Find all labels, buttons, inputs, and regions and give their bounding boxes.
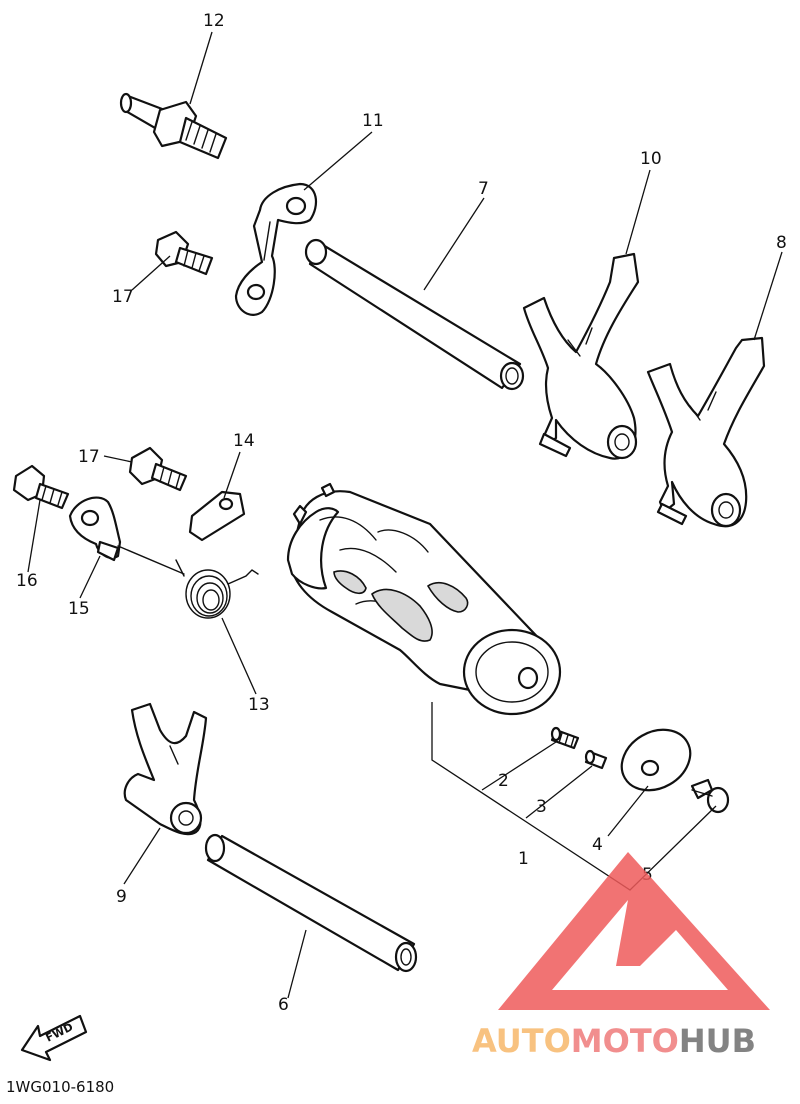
part-9-shift-fork [123, 702, 208, 836]
part-14-plate [188, 490, 246, 542]
callout-1: 1 [518, 849, 529, 869]
callout-4: 4 [592, 835, 603, 855]
callout-9: 9 [116, 887, 127, 907]
part-1-shift-drum [286, 482, 562, 716]
part-8-shift-fork [646, 336, 766, 528]
svg-text:AUTOMOTOHUB: AUTOMOTOHUB [472, 1022, 756, 1060]
callout-11: 11 [362, 111, 384, 131]
callout-13: 13 [248, 695, 270, 715]
part-12-stud-bolt [119, 92, 228, 160]
part-3-pin [584, 749, 608, 770]
part-10-shift-fork [522, 252, 640, 460]
callout-6: 6 [278, 995, 289, 1015]
part-4-plate [620, 728, 692, 792]
callout-8: 8 [776, 233, 787, 253]
watermark-auto: AUTO [472, 1022, 571, 1060]
watermark-triangle-icon [498, 852, 770, 1010]
part-11-stopper-lever [234, 182, 318, 316]
watermark-logo: AUTOMOTOHUB [472, 852, 770, 1060]
part-7-guide-bar [304, 238, 525, 391]
part-15-lever [68, 496, 122, 562]
callout-15: 15 [68, 599, 90, 619]
callout-17-upper: 17 [112, 287, 134, 307]
part-2-pin [550, 726, 580, 750]
fwd-arrow-icon: FWD [20, 1014, 88, 1062]
callout-3: 3 [536, 797, 547, 817]
callout-12: 12 [203, 11, 225, 31]
watermark-hub: HUB [679, 1022, 756, 1060]
callout-17-lower: 17 [78, 447, 100, 467]
callout-7: 7 [478, 179, 489, 199]
callout-16: 16 [16, 571, 38, 591]
part-17-bolt-lower [128, 446, 188, 492]
callout-numbers: 12 11 7 10 8 17 14 17 16 15 13 9 6 2 3 4… [16, 11, 787, 1015]
watermark-moto: MOTO [571, 1022, 679, 1060]
part-13-spring [117, 545, 259, 619]
part-6-guide-bar [204, 833, 418, 973]
part-16-bolt [12, 464, 70, 510]
leader-lines [27, 31, 783, 999]
callout-10: 10 [640, 149, 662, 169]
part-17-bolt-upper [154, 230, 214, 276]
part-5-screw [690, 778, 730, 814]
callout-14: 14 [233, 431, 255, 451]
drawing-code: 1WG010-6180 [6, 1078, 114, 1096]
callout-2: 2 [498, 771, 509, 791]
